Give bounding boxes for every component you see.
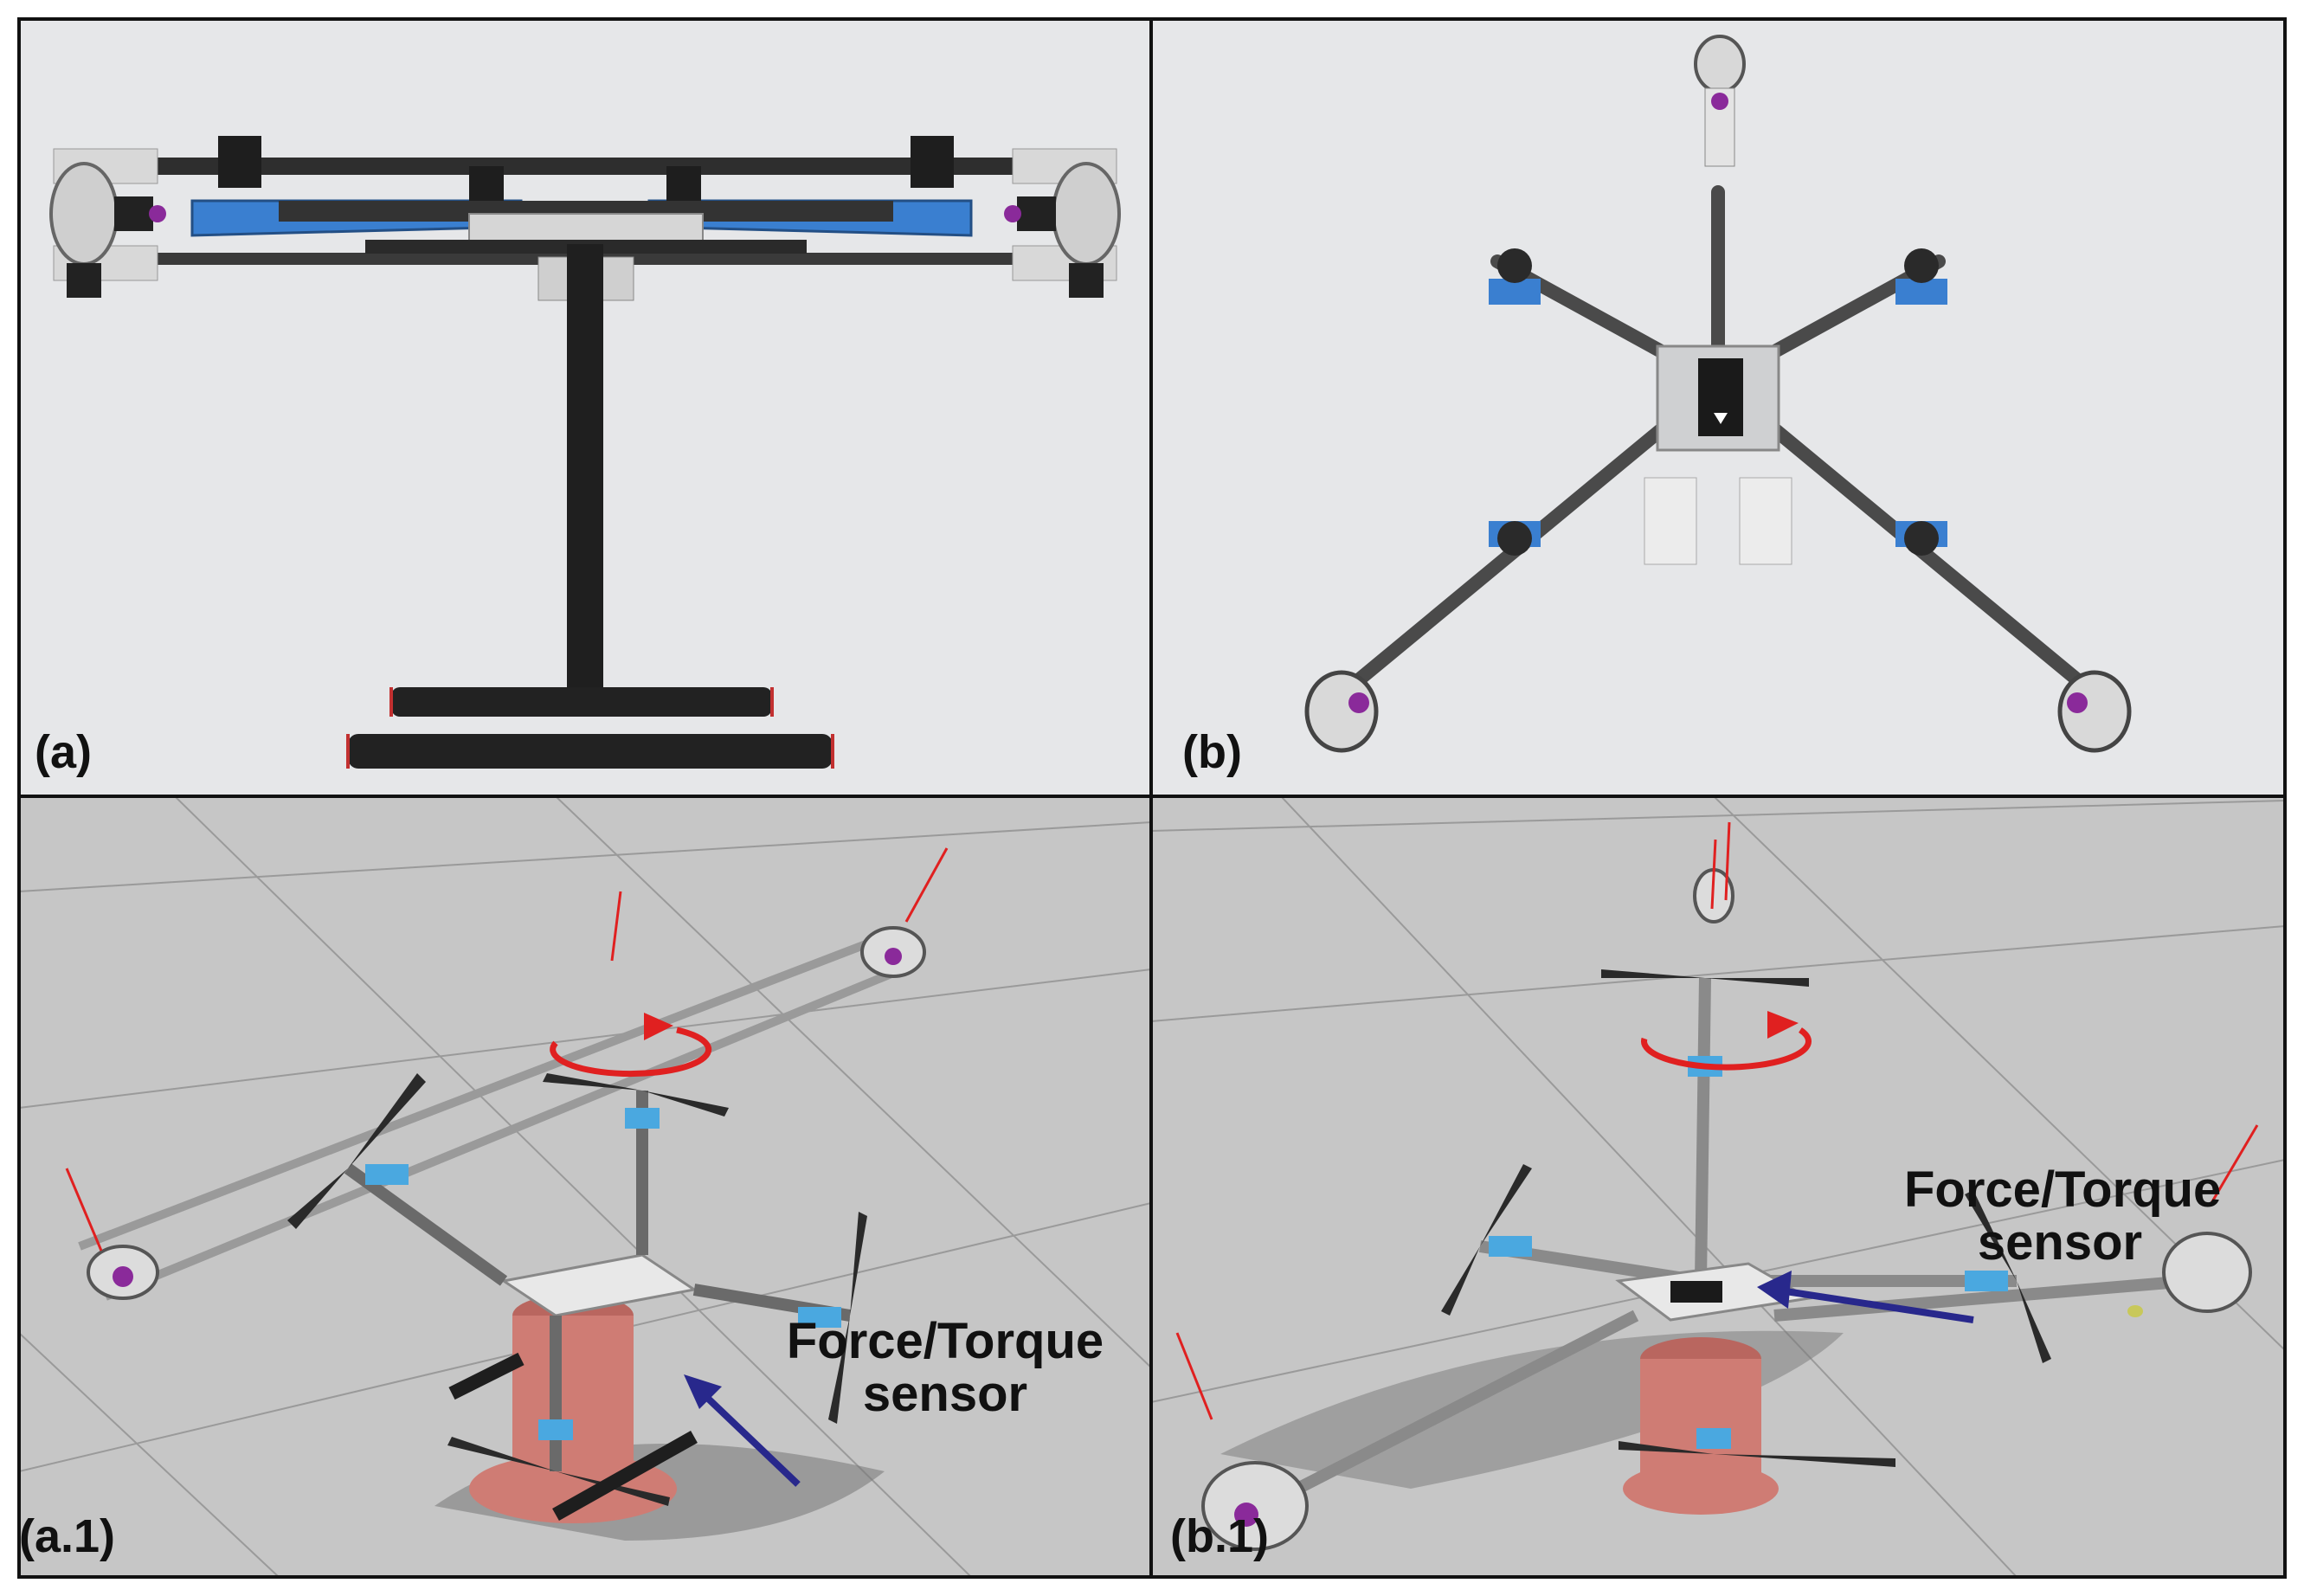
sensor-callout-b1: Force/Torque sensor (1904, 1162, 2222, 1271)
callout-line1: Force/Torque (786, 1313, 1104, 1369)
panel-label-b: (b) (1182, 726, 1242, 778)
panel-b1-simulation: Force/Torque sensor (b.1) (1151, 796, 2285, 1577)
drone-top-view-render (1151, 19, 2285, 796)
callout-line1: Force/Torque (1904, 1162, 2222, 1218)
panel-a1-simulation: Force/Torque sensor (a.1) (19, 796, 1151, 1577)
panel-label-a: (a) (35, 726, 92, 778)
callout-line2: sensor (862, 1365, 1028, 1422)
drone-front-view-render (19, 19, 1151, 796)
panel-label-a1: (a.1) (19, 1510, 116, 1562)
sensor-callout-a1: Force/Torque sensor (781, 1313, 1110, 1422)
panel-label-b1: (b.1) (1170, 1510, 1269, 1562)
simulation-render-a1 (19, 796, 1151, 1577)
callout-line2: sensor (1977, 1213, 2143, 1271)
panel-b-top-view: (b) (1151, 19, 2285, 796)
panel-a-front-view: (a) (19, 19, 1151, 796)
